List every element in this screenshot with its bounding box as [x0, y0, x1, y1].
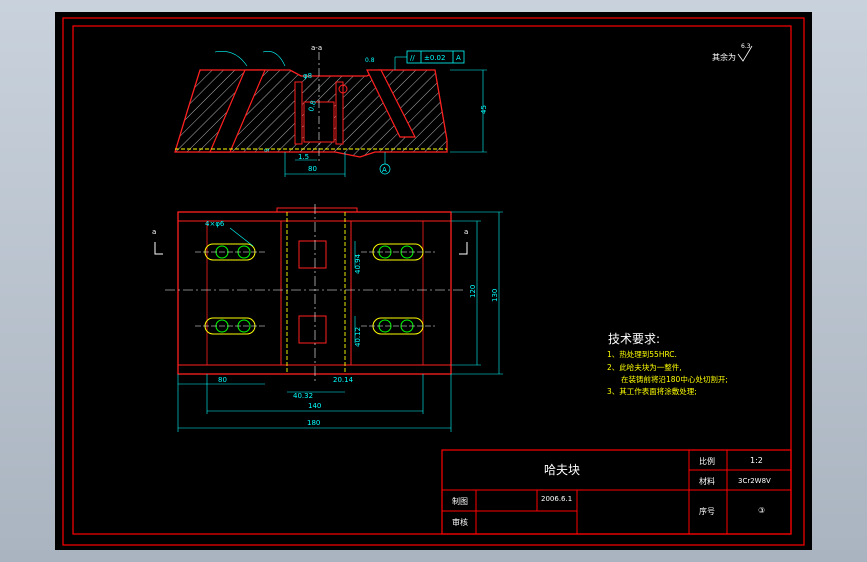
plan-140-label: 140 — [308, 402, 321, 410]
height-dim: 45 — [450, 69, 488, 153]
angle-dim-left — [214, 51, 286, 67]
section-marker-right: a — [459, 228, 468, 255]
plan-40-32: 40.32 — [293, 392, 313, 400]
small-hole — [338, 84, 348, 94]
plan-core — [280, 220, 352, 366]
drawn-date: 2006.6.1 — [541, 495, 572, 503]
section-marker-left: a — [152, 228, 163, 255]
material-value: 3Cr2W8V — [738, 477, 771, 485]
plan-window-bottom — [298, 315, 327, 344]
hole-v2-label: 0.8 — [365, 57, 375, 64]
roughness-note: 其余为 — [712, 52, 736, 62]
scale-value: 1:2 — [750, 456, 763, 465]
top-1-5-label: 1.5 — [298, 153, 309, 161]
datum-label: A — [382, 166, 387, 174]
plan-40-12: 40.12 — [354, 327, 362, 347]
section-marker-right-label: a — [464, 228, 468, 236]
tolerance-datum: A — [456, 54, 461, 62]
tolerance-value: ±0.02 — [424, 54, 445, 62]
title-block: 哈夫块 比例 1:2 材料 3Cr2W8V 制图 2006.6.1 审核 序号 … — [441, 449, 792, 535]
outer-frame — [62, 17, 805, 546]
requirement-line-4: 3、其工作表面将涂敷处理; — [607, 386, 697, 396]
pin-hole-right — [335, 81, 344, 145]
top-bottom-dims: 80 1.5 5 A — [264, 148, 391, 177]
requirements-heading: 技术要求: — [608, 332, 660, 346]
top-small-label: 5 — [264, 148, 271, 152]
plan-180-label: 180 — [307, 419, 320, 427]
section-label: a-a — [311, 44, 322, 52]
part-no-value: ③ — [758, 506, 765, 515]
top-width-label: 80 — [308, 165, 317, 173]
drawn-label: 制图 — [452, 496, 468, 506]
requirement-line-1: 1、热处理到55HRC. — [607, 349, 677, 359]
requirement-line-3: 在装铸前将沿180中心处切割开; — [621, 374, 728, 384]
plan-80-label: 80 — [218, 376, 227, 384]
material-label: 材料 — [699, 476, 715, 486]
tolerance-frame: // ±0.02 A — [394, 50, 465, 70]
plan-tab-top — [276, 207, 358, 213]
plan-right-dims: 130 120 — [451, 211, 503, 375]
roughness-value: 6.3 — [741, 43, 751, 50]
plan-bottom-dims: 180 140 80 — [177, 374, 452, 432]
drawing-title: 哈夫块 — [544, 463, 580, 477]
technical-requirements: 技术要求: 1、热处理到55HRC. 2、此哈夫块为一整件, 在装铸前将沿180… — [607, 332, 728, 396]
section-marker-left-label: a — [152, 228, 156, 236]
checked-label: 审核 — [452, 517, 468, 527]
section-view — [174, 52, 448, 162]
slot-left — [209, 69, 266, 153]
requirement-line-2: 2、此哈夫块为一整件, — [607, 362, 682, 372]
top-height-label: 45 — [480, 105, 488, 114]
pin-hole-left — [294, 81, 303, 145]
drawing-canvas[interactable]: 其余为 6.3 a-a φ8 0.8 — [55, 12, 812, 550]
plan-view — [165, 204, 465, 382]
plan-hole-note: 4×φ6 — [205, 220, 225, 228]
cad-drawing: 其余为 6.3 a-a φ8 0.8 — [62, 17, 805, 546]
tolerance-symbol: // — [410, 54, 415, 62]
roughness-symbol-icon — [737, 45, 753, 62]
inner-frame — [72, 25, 792, 535]
hole-v1-label: 0.8 — [307, 100, 318, 113]
plan-130-label: 130 — [491, 289, 499, 302]
plan-outline — [177, 211, 452, 375]
part-no-label: 序号 — [699, 506, 715, 516]
plan-window-top — [298, 240, 327, 269]
slot-right — [366, 69, 416, 138]
hole-dia-label: φ8 — [303, 72, 312, 80]
plan-120-label: 120 — [469, 285, 477, 298]
plan-40-94: 40.94 — [354, 253, 362, 274]
datum-circle — [379, 163, 391, 175]
scale-label: 比例 — [699, 456, 715, 466]
plan-20-14: 20.14 — [333, 376, 354, 384]
